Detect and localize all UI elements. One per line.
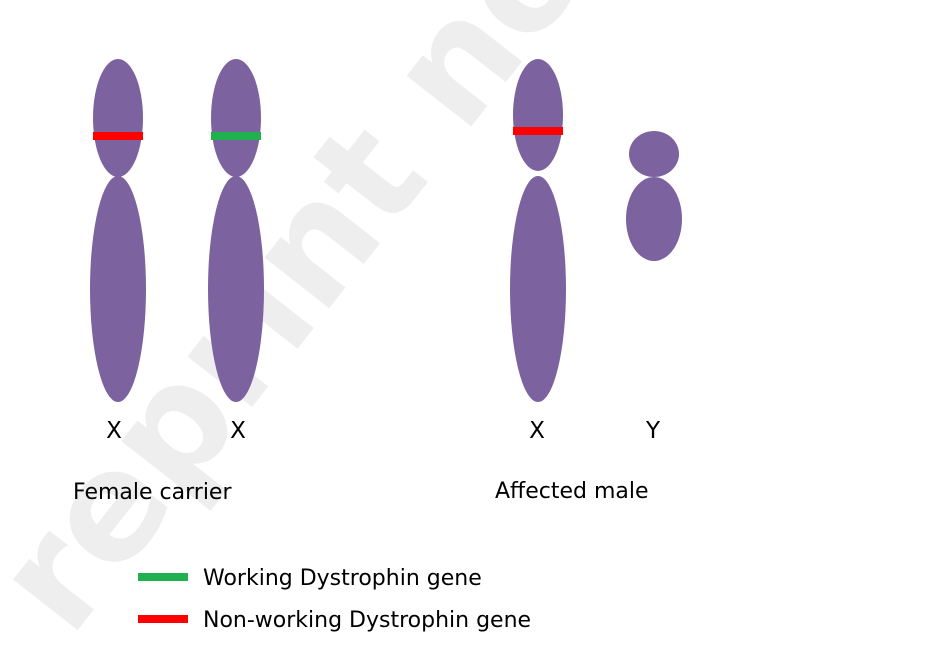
legend-label-non-working: Non-working Dystrophin gene [203,608,531,633]
group-caption-female-carrier: Female carrier [73,480,232,505]
group-caption-affected-male: Affected male [495,479,649,504]
chromosome-label-female-x-2: X [230,418,246,444]
chromosome-male-x-q-arm [510,176,566,402]
chromosome-female-x-1-q-arm [90,176,146,402]
legend-item-non-working: Non-working Dystrophin gene [138,608,531,633]
chromosome-label-male-y: Y [645,418,661,444]
gene-band-male-x [513,127,563,135]
chromosome-female-x-2-q-arm [208,176,264,402]
legend-swatch-non-working [138,615,188,623]
legend: Working Dystrophin gene Non-working Dyst… [138,566,531,633]
chromosome-male-x: X [510,59,566,444]
chromosome-label-female-x-1: X [106,418,122,444]
chromosome-male-y-q-arm [626,177,682,261]
legend-item-working: Working Dystrophin gene [138,566,482,591]
legend-label-working: Working Dystrophin gene [203,566,482,591]
gene-band-female-x-1 [93,132,143,140]
chromosome-female-x-1-p-arm [93,59,143,177]
chromosome-female-x-2: X [208,59,264,444]
chromosome-male-y-p-arm [629,131,679,177]
chromosome-female-x-2-p-arm [211,59,261,177]
legend-swatch-working [138,573,188,581]
gene-band-female-x-2 [211,132,261,140]
chromosome-male-x-p-arm [513,59,563,171]
chromosome-male-y: Y [626,131,682,444]
chromosome-label-male-x: X [529,418,545,444]
chromosome-female-x-1: X [90,59,146,444]
